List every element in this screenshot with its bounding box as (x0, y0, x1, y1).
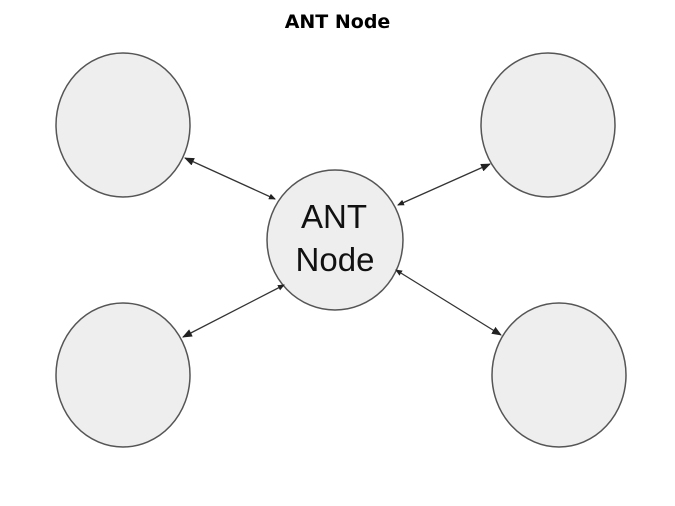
arrow-center-bottom-left (182, 284, 285, 338)
arrow-center-bottom-right (395, 269, 502, 336)
node-top-right (480, 52, 616, 198)
diagram-title: ANT Node (284, 11, 391, 33)
arrow-center-top-left (184, 157, 276, 200)
node-center (266, 169, 404, 311)
arrow-center-top-right (397, 163, 491, 206)
node-bottom-right (491, 302, 627, 448)
center-node-label-line2: Node (296, 241, 375, 278)
node-bottom-left (55, 302, 191, 448)
center-node-label-line1: ANT (301, 198, 367, 235)
node-top-left (55, 52, 191, 198)
